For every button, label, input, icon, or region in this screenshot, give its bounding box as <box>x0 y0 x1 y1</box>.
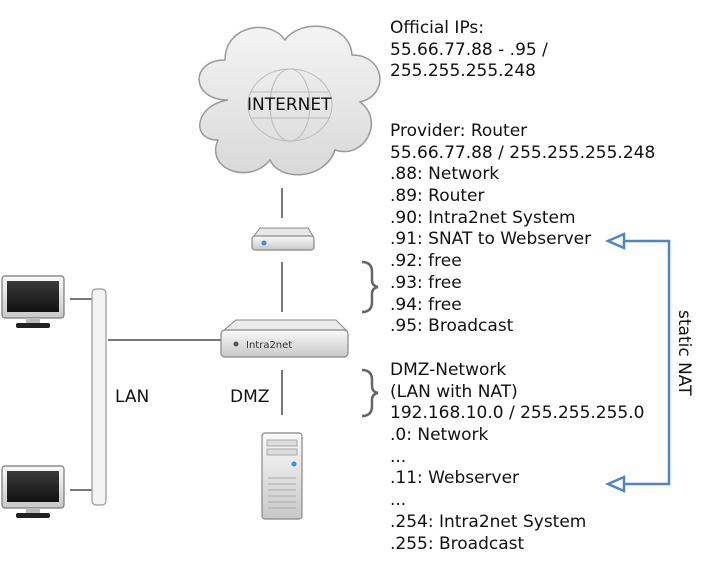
connection-lines <box>70 188 283 491</box>
dmz-network-block: DMZ-Network (LAN with NAT) 192.168.10.0 … <box>390 360 644 555</box>
dmz-line: 192.168.10.0 / 255.255.255.0 <box>390 403 645 424</box>
dmz-line: .255: Broadcast <box>390 533 525 554</box>
dmz-line: ... <box>390 490 407 511</box>
dmz-line: DMZ-Network <box>390 360 507 380</box>
official-ips-block: Official IPs: 55.66.77.88 - .95 / 255.25… <box>390 18 548 83</box>
provider-line: .89: Router <box>390 186 485 207</box>
provider-line: Provider: Router <box>390 121 528 141</box>
provider-block: Provider: Router 55.66.77.88 / 255.255.2… <box>390 121 655 338</box>
webserver-icon <box>261 432 303 520</box>
provider-line: 55.66.77.88 / 255.255.255.248 <box>390 142 656 163</box>
dmz-line: ... <box>390 446 407 467</box>
free-ips-brace <box>361 260 379 314</box>
appliance-label: Intra2net <box>246 340 292 351</box>
monitor-bottom-icon <box>1 465 65 518</box>
intra2net-appliance-icon: Intra2net <box>220 319 349 358</box>
provider-line: .92: free <box>390 251 462 272</box>
provider-line: .88: Network <box>390 164 500 185</box>
provider-line: .95: Broadcast <box>390 316 514 337</box>
dmz-line: (LAN with NAT) <box>390 381 518 402</box>
internet-cloud-icon <box>198 25 381 176</box>
dmz-line: .11: Webserver <box>390 468 520 489</box>
lan-bus <box>91 288 107 506</box>
lan-label: LAN <box>115 387 150 407</box>
official-ips-line: 55.66.77.88 - .95 / <box>390 39 548 60</box>
provider-line: .91: SNAT to Webserver <box>390 229 592 250</box>
dmz-line: .254: Intra2net System <box>390 511 587 532</box>
official-ips-line: 255.255.255.248 <box>390 61 537 82</box>
provider-line: .93: free <box>390 272 462 293</box>
dmz-label: DMZ <box>230 387 270 407</box>
static-nat-arrow <box>604 232 671 493</box>
provider-line: .90: Intra2net System <box>390 207 576 228</box>
dmz-line: .0: Network <box>390 425 489 446</box>
router-icon <box>251 227 315 251</box>
static-nat-label: static NAT <box>674 310 694 396</box>
dmz-brace <box>361 368 379 418</box>
monitor-top-icon <box>1 275 65 328</box>
internet-label: INTERNET <box>247 95 332 115</box>
official-ips-line: Official IPs: <box>390 18 484 38</box>
provider-line: .94: free <box>390 294 462 315</box>
